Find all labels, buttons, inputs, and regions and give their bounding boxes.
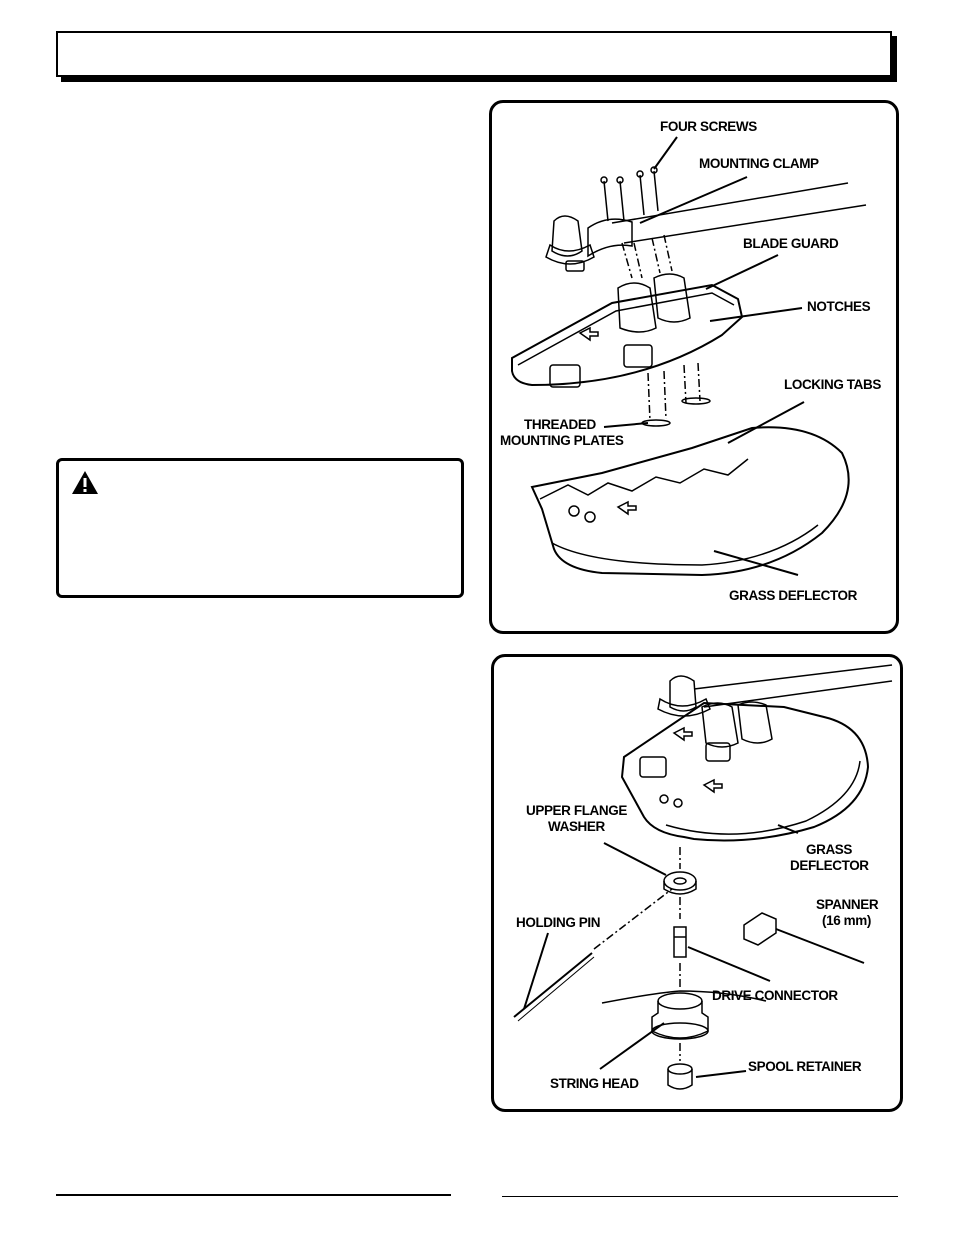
label-spanner: SPANNER [816, 897, 879, 912]
label-upper-flange: UPPER FLANGE [526, 803, 627, 818]
figure-string-head-assembly: UPPER FLANGE WASHER GRASS DEFLECTOR SPAN… [491, 654, 903, 1112]
footer-rule-left [56, 1194, 451, 1196]
warning-icon [72, 471, 98, 494]
label-mounting-plates: MOUNTING PLATES [500, 433, 624, 448]
label-washer: WASHER [548, 819, 605, 834]
label-threaded: THREADED [524, 417, 596, 432]
label-spool-retainer: SPOOL RETAINER [748, 1059, 862, 1074]
label-holding-pin: HOLDING PIN [516, 915, 601, 930]
string-head-illustration [513, 664, 893, 1090]
label-notches: NOTCHES [807, 299, 871, 314]
label-string-head: STRING HEAD [550, 1076, 639, 1091]
label-deflector: DEFLECTOR [790, 858, 869, 873]
figure-blade-guard-assembly: FOUR SCREWS MOUNTING CLAMP BLADE GUARD N… [489, 100, 899, 634]
label-four-screws: FOUR SCREWS [660, 119, 757, 134]
footer-rule-right [502, 1196, 898, 1197]
blade-guard-illustration [511, 136, 867, 577]
section-header-box [56, 31, 892, 77]
label-locking-tabs: LOCKING TABS [784, 377, 881, 392]
label-spanner-size: (16 mm) [822, 913, 871, 928]
label-mounting-clamp: MOUNTING CLAMP [699, 156, 819, 171]
label-grass: GRASS [806, 842, 853, 857]
label-grass-deflector: GRASS DEFLECTOR [729, 588, 858, 603]
label-drive-connector: DRIVE CONNECTOR [712, 988, 838, 1003]
label-blade-guard: BLADE GUARD [743, 236, 839, 251]
warning-box [56, 458, 464, 598]
